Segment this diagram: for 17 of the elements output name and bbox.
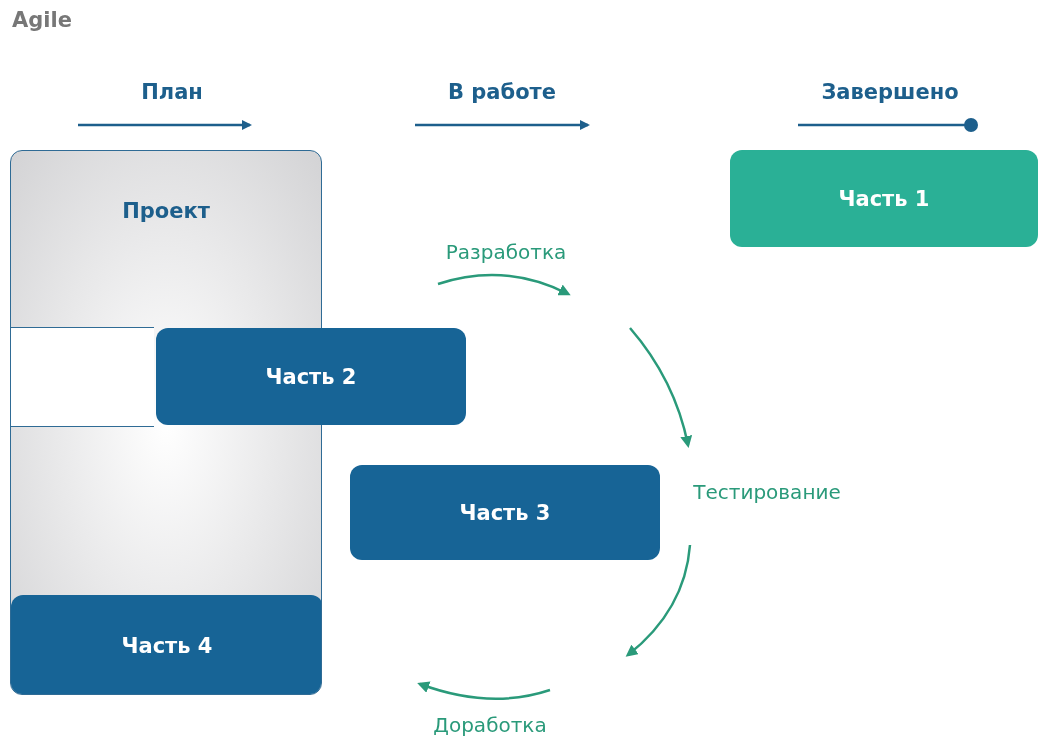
card-label: Часть 3: [459, 500, 551, 525]
stage-label: Тестирование: [693, 480, 841, 504]
diagram-title: Agile: [12, 8, 72, 32]
column-header: В работе: [448, 80, 556, 104]
stage-label: Доработка: [433, 713, 547, 737]
column-header: Завершено: [821, 80, 959, 104]
stage-label: Разработка: [445, 240, 567, 264]
panel-title: Проект: [122, 199, 210, 223]
column-header: План: [141, 80, 203, 104]
slot-cutout: [11, 327, 154, 427]
card-label: Часть 4: [121, 633, 213, 658]
task-card: [730, 150, 1038, 247]
card-label: Часть 2: [265, 364, 357, 389]
card-label: Часть 1: [838, 186, 930, 211]
task-card: [11, 595, 321, 694]
task-card: [156, 328, 466, 425]
task-card: [350, 465, 660, 560]
